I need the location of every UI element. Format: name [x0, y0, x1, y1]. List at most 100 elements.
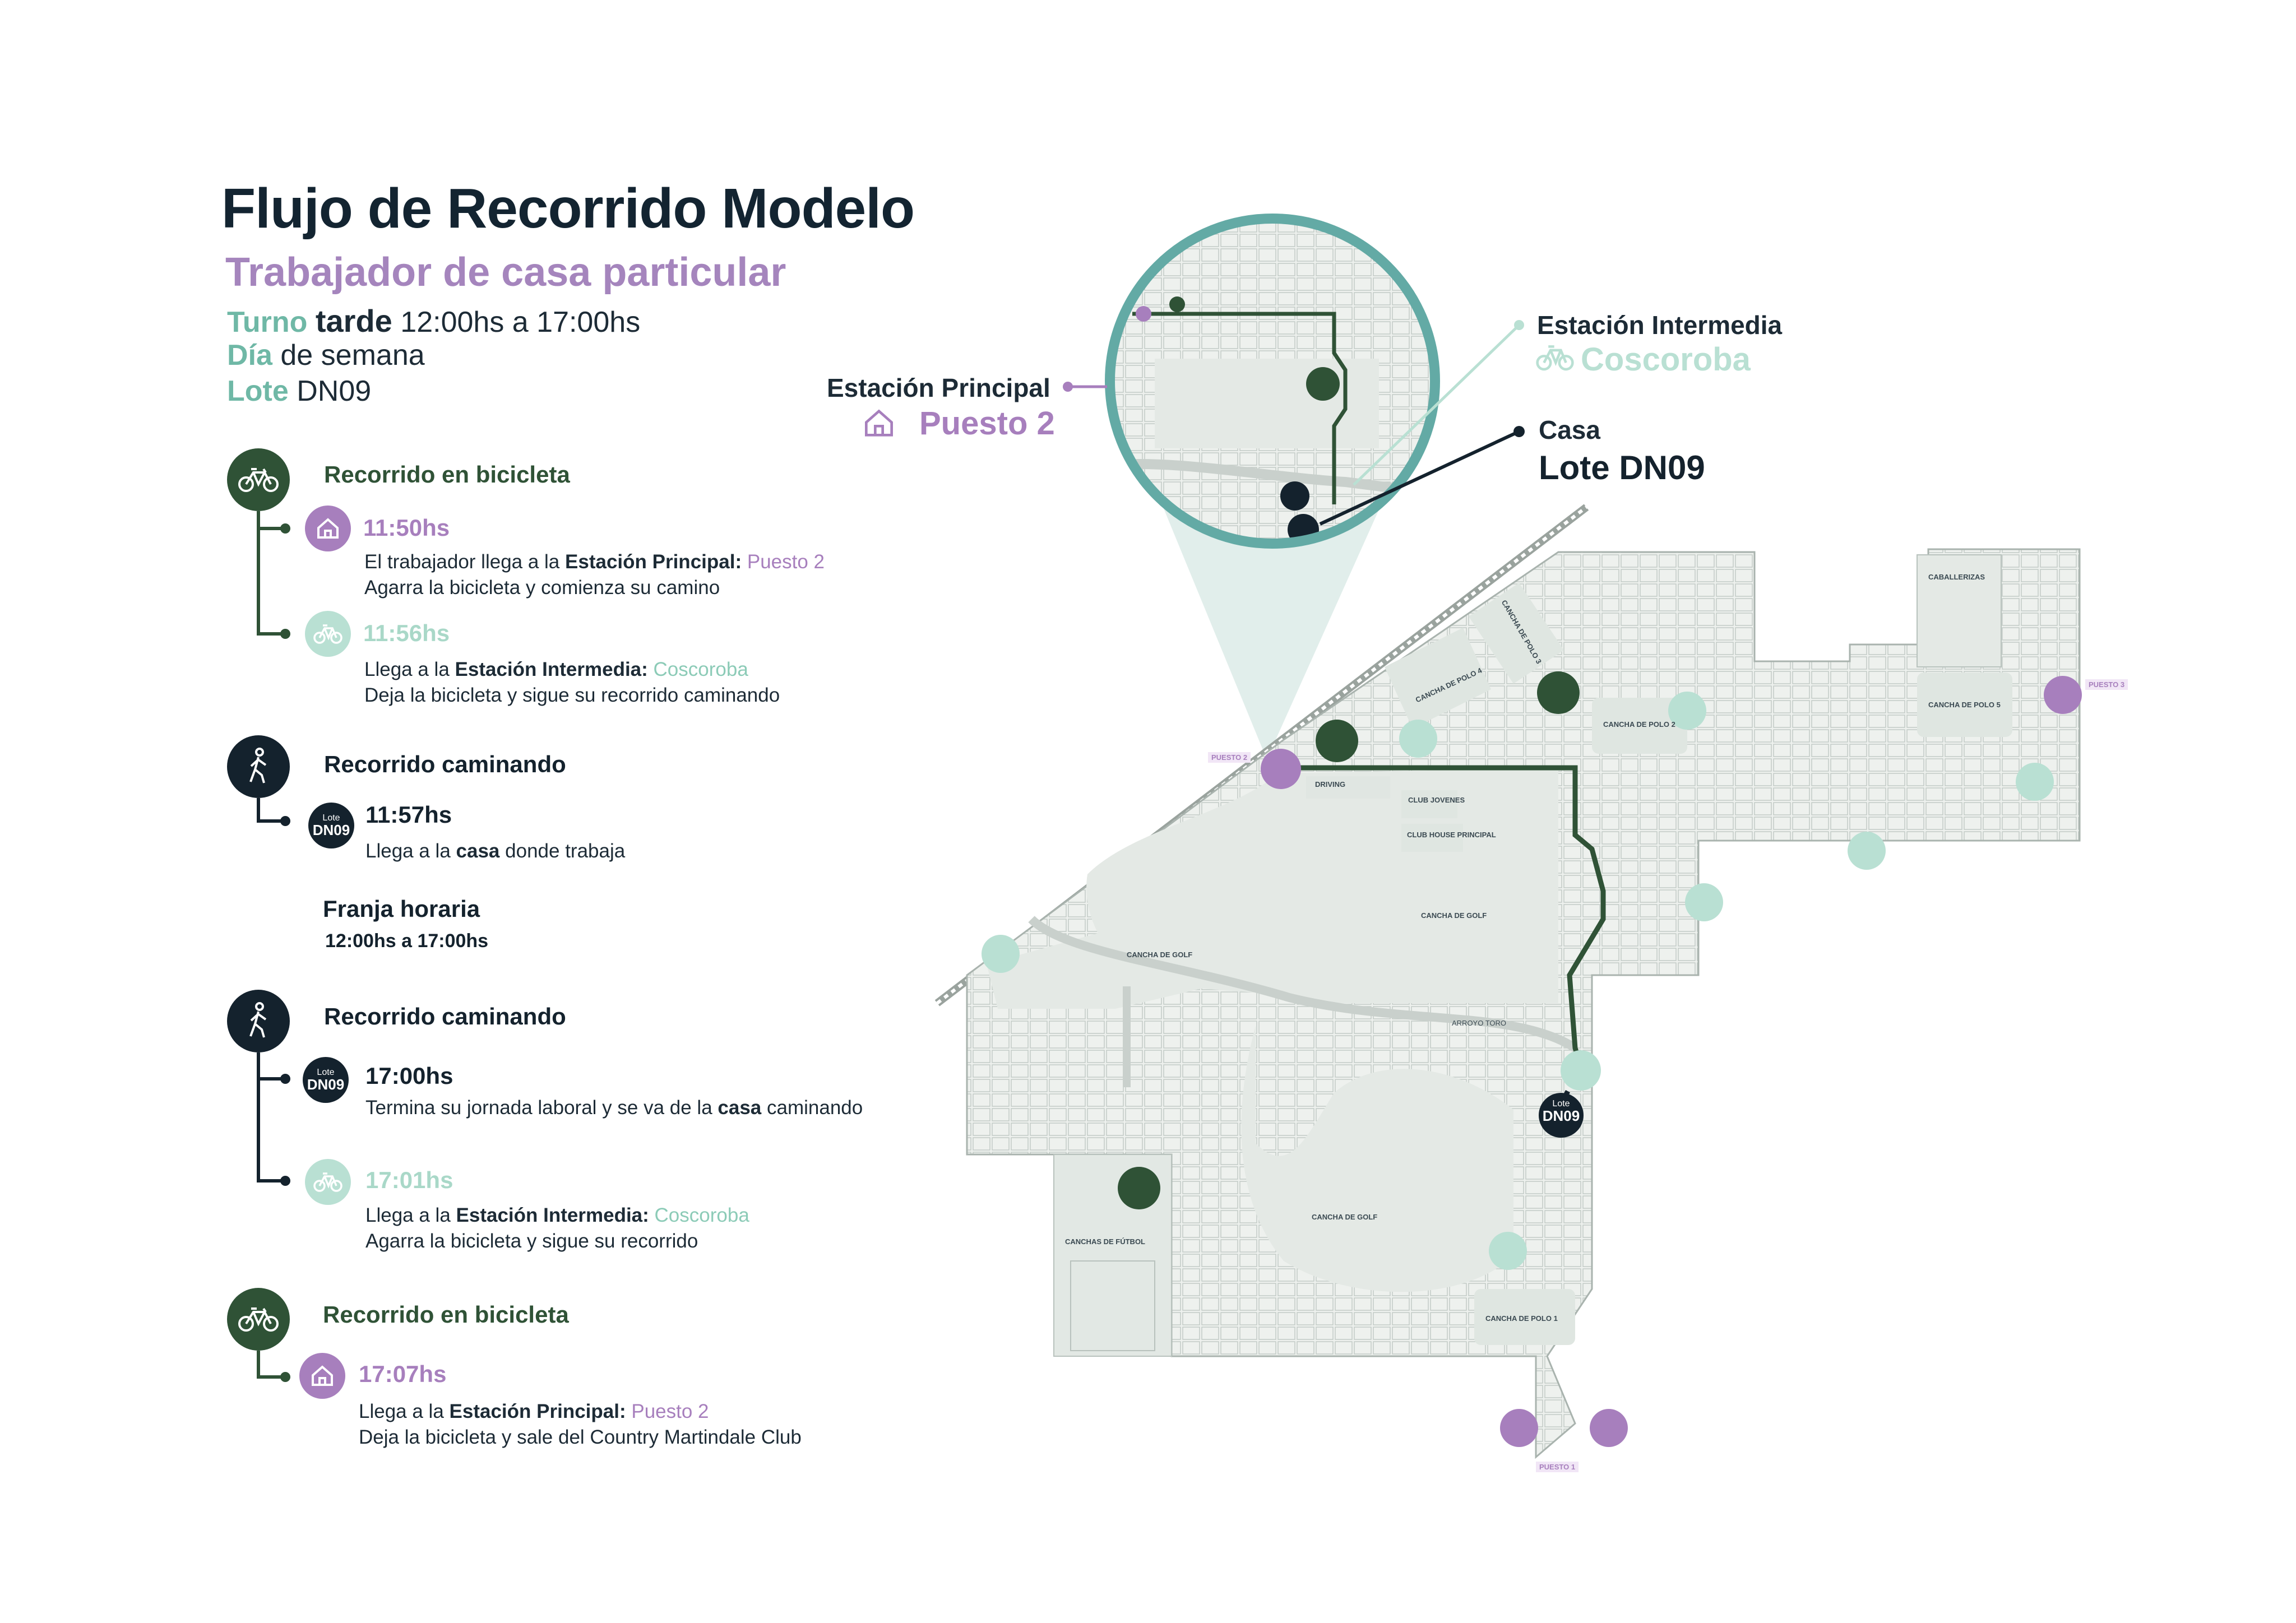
house-gate-markers — [1261, 676, 2082, 1447]
band-title: Franja horaria — [323, 896, 480, 922]
casa-leader — [1319, 430, 1520, 526]
casa-callout-value: Lote DN09 — [1539, 449, 1705, 486]
page-title: Flujo de Recorrido Modelo — [221, 177, 915, 240]
puesto2-tag: PUESTO 2 — [1208, 752, 1251, 763]
intermedia-bike-icon — [1536, 343, 1574, 375]
section2-dot1 — [280, 816, 290, 826]
desc-bold: casa — [718, 1097, 762, 1119]
section3-dot1 — [280, 1074, 290, 1084]
section2-branch1 — [257, 819, 286, 823]
lot-row: Lote DN09 — [227, 374, 371, 408]
section3-title: Recorrido caminando — [324, 1003, 566, 1030]
polo5-label: CANCHA DE POLO 5 — [1928, 701, 2001, 709]
desc-text: Termina su jornada laboral y se va de la — [365, 1097, 712, 1119]
polo5-area — [1917, 673, 2012, 737]
polo3-area — [1469, 583, 1564, 684]
desc-text: Llega a la — [365, 1204, 451, 1226]
walking-icon — [227, 735, 290, 798]
badge-small: Lote — [317, 1068, 335, 1077]
map-lot-badge-small: Lote — [1552, 1099, 1570, 1109]
desc-bold: Estación Intermedia: — [456, 1204, 649, 1226]
zoom-inset — [1110, 219, 1435, 544]
house-lot-marker — [1539, 1093, 1584, 1138]
club-markers — [1118, 671, 1580, 1209]
stables-area — [1917, 554, 2002, 667]
shift-row: Turno tarde 12:00hs a 17:00hs — [227, 303, 640, 339]
bike-station-icon — [305, 611, 351, 657]
section1-dot2 — [280, 629, 290, 639]
driving-area — [1306, 776, 1390, 799]
shift-key: Turno — [227, 306, 308, 338]
day-key: Día — [227, 339, 272, 372]
step-time-1700: 17:00hs — [365, 1063, 453, 1089]
section1-dot1 — [280, 523, 290, 534]
club-jovenes-label: CLUB JOVENES — [1408, 796, 1465, 804]
section4-connector — [257, 1351, 260, 1379]
badge-large: DN09 — [312, 822, 350, 838]
golf-west-label: CANCHA DE GOLF — [1127, 950, 1193, 959]
step-time-1156: 11:56hs — [363, 620, 450, 646]
step-time-1701: 17:01hs — [365, 1167, 453, 1193]
desc-text-2: Agarra la bicicleta y comienza su camino — [364, 577, 720, 599]
club-jovenes-area — [1401, 790, 1457, 818]
desc-text: Llega a la — [364, 659, 450, 680]
golf-south-label: CANCHA DE GOLF — [1312, 1213, 1378, 1221]
bicycle-icon-2 — [227, 1288, 290, 1351]
section2-title: Recorrido caminando — [324, 751, 566, 777]
desc-text-2: Deja la bicicleta y sale del Country Mar… — [359, 1426, 802, 1448]
futbol-label: CANCHAS DE FÚTBOL — [1065, 1237, 1145, 1246]
principal-callout-value: Puesto 2 — [919, 405, 1055, 442]
step-desc-1157: Llega a la casa donde trabaja — [365, 838, 625, 864]
map-lot-badge-large: DN09 — [1542, 1107, 1580, 1124]
step-desc-1700: Termina su jornada laboral y se va de la… — [365, 1095, 863, 1121]
desc-highlight: Puesto 2 — [747, 551, 825, 573]
bicycle-icon — [227, 448, 290, 511]
desc-highlight: Coscoroba — [653, 659, 748, 680]
polo2-label: CANCHA DE POLO 2 — [1603, 720, 1675, 729]
page-subtitle: Trabajador de casa particular — [225, 250, 786, 295]
zoom-ring — [1105, 214, 1440, 549]
desc-highlight: Coscoroba — [654, 1204, 749, 1226]
arroyo-label: ARROYO TORO — [1452, 1019, 1507, 1027]
desc-bold: casa — [456, 840, 500, 862]
section1-title: Recorrido en bicicleta — [324, 461, 570, 488]
desc-text-post: caminando — [767, 1097, 863, 1119]
section3-branch1 — [257, 1077, 286, 1081]
section4-title: Recorrido en bicicleta — [323, 1301, 569, 1328]
golf-west-area — [987, 919, 1211, 1009]
puesto3-tag: PUESTO 3 — [2085, 679, 2128, 690]
lot-value: DN09 — [297, 375, 372, 407]
step-desc-1707: Llega a la Estación Principal: Puesto 2 … — [359, 1399, 802, 1450]
casa-leader-dot — [1513, 426, 1525, 437]
intermedia-leader — [1353, 324, 1520, 486]
lot-key: Lote — [227, 375, 289, 407]
section1-branch2 — [257, 632, 286, 636]
principal-house-icon — [863, 408, 895, 441]
day-value: de semana — [280, 339, 425, 372]
arroyo-stream — [1028, 916, 1578, 1052]
football-field — [1070, 1260, 1155, 1351]
desc-text: Llega a la — [365, 840, 451, 862]
desc-highlight: Puesto 2 — [631, 1401, 709, 1422]
step-time-1150: 11:50hs — [363, 514, 450, 541]
desc-text-post: donde trabaja — [505, 840, 626, 862]
badge-small: Lote — [322, 813, 340, 823]
bike-route — [1278, 765, 1606, 1069]
polo1-area — [1474, 1289, 1575, 1345]
intermedia-callout-value: Coscoroba — [1581, 341, 1751, 378]
map-lot-badge: Lote DN09 — [1539, 1099, 1584, 1124]
golf-center-label: CANCHA DE GOLF — [1421, 911, 1487, 920]
polo1-label: CANCHA DE POLO 1 — [1485, 1314, 1558, 1323]
caballerizas-label: CABALLERIZAS — [1928, 573, 1985, 581]
section3-connector — [257, 1052, 260, 1183]
club-house-label: CLUB HOUSE PRINCIPAL — [1407, 831, 1496, 839]
step-desc-1150: El trabajador llega a la Estación Princi… — [364, 549, 825, 601]
section3-branch2 — [257, 1179, 286, 1183]
house-icon — [305, 506, 351, 551]
club-house-area — [1401, 824, 1463, 852]
section4-dot1 — [280, 1372, 290, 1382]
desc-bold: Estación Principal: — [449, 1401, 626, 1422]
desc-text-2: Agarra la bicicleta y sigue su recorrido — [365, 1230, 698, 1252]
